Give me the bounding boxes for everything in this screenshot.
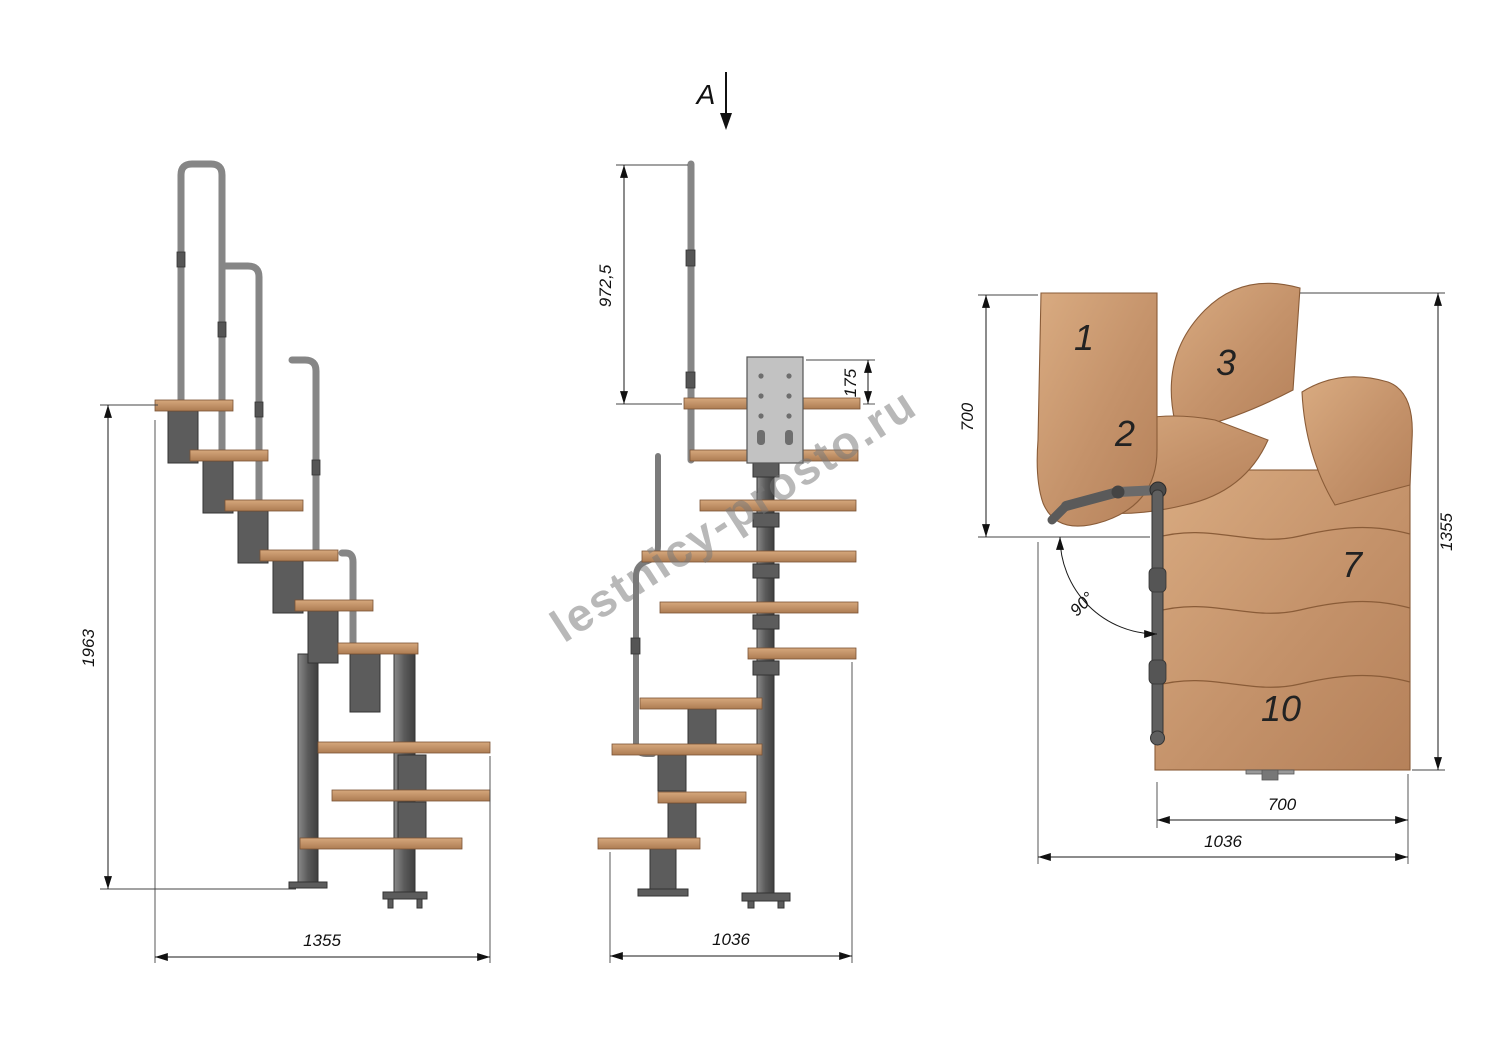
rail-elbow-joint [1111,485,1125,499]
front-dimensions: 972,5 175 1036 [596,164,875,963]
section-label: A [695,79,716,110]
anchor-bolt [777,900,785,909]
anchor-bolt [747,900,755,909]
tread-number-7: 7 [1342,544,1364,585]
rail-sleeve [1148,659,1167,685]
support-column [297,653,319,885]
side-elevation-view: 1963 1355 [79,160,491,963]
side-dimensions: 1963 1355 [79,404,491,963]
side-treads [154,399,491,850]
tread-divider [1154,526,1411,540]
tread-number-2: 2 [1114,413,1135,454]
rail-sleeve [630,637,641,655]
handrail-segment [338,549,357,647]
rail-run [1151,489,1164,739]
tread-number-10: 10 [1261,688,1301,729]
side-handrail [176,160,357,647]
rail-sleeve [1148,567,1167,593]
dim-label-turn-angle: 90° [1066,588,1098,620]
column-base [288,881,328,889]
plan-fan-tread [1301,376,1413,506]
dim-label-plate-height: 175 [841,368,860,397]
plan-column-base [1261,769,1279,781]
front-elevation-view: A [596,72,875,963]
tread-divider [1154,674,1411,688]
dim-label-overall-height: 1963 [79,629,98,667]
tread-number-3: 3 [1216,342,1236,383]
rail-sleeve [685,249,696,267]
tread-number-1: 1 [1074,317,1094,358]
rail-sleeve [311,459,321,476]
handrail-loop [177,160,226,456]
rail-end-cap [1150,730,1165,746]
section-arrow-head [720,113,732,130]
dim-label-total-width: 1036 [1204,832,1242,851]
plan-lower-flight [1154,469,1411,771]
anchor-bolt [387,898,394,909]
rail-sleeve [254,401,264,418]
dim-label-total-length: 1355 [1437,513,1456,551]
plan-dimensions: 700 1355 90° 700 1036 [958,292,1456,864]
rail-sleeve [217,321,227,338]
column-base [741,892,791,902]
mounting-plate [746,356,804,464]
dim-label-side-width: 1355 [303,931,341,950]
plan-tread-1 [1036,292,1158,527]
plan-view: 1 2 3 7 10 700 1355 [958,282,1456,864]
tread-divider [1154,600,1411,614]
handrail-segment [220,262,263,506]
anchor-bolt [416,898,423,909]
column-base [382,891,428,900]
side-step-modules [167,410,427,841]
dim-label-front-width: 1036 [712,930,750,949]
dim-label-flight-width: 700 [1268,795,1297,814]
rail-sleeve [176,251,186,268]
dim-label-landing-depth: 700 [958,402,977,431]
rail-sleeve [685,371,696,389]
plan-tread-3 [1170,282,1301,428]
dim-label-rail-height: 972,5 [596,264,615,307]
handrail-segment [288,356,320,556]
section-mark: A [695,72,732,130]
